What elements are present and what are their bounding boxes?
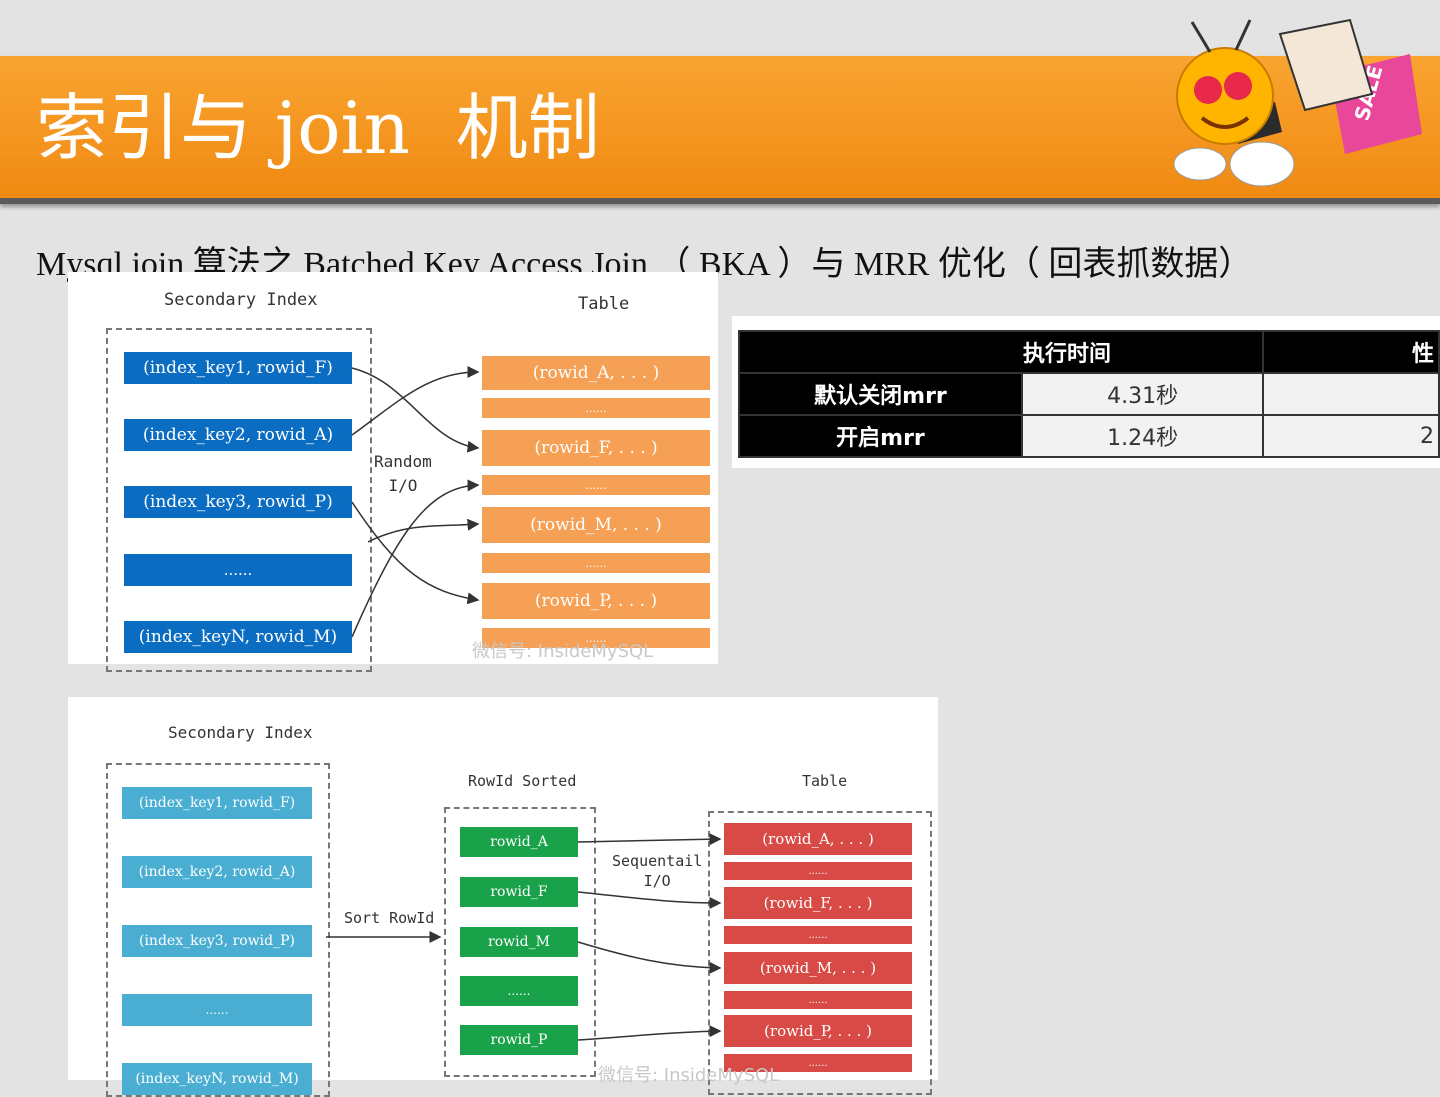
row-value-mrr-on: 1.24秒 — [1020, 414, 1265, 458]
index-row: (index_keyN, rowid_M) — [124, 621, 352, 653]
table-row: ...... — [724, 991, 912, 1009]
watermark-text: 微信号: InsideMySQL — [472, 641, 654, 662]
index-row: (index_key3, rowid_P) — [122, 925, 312, 957]
secondary-index-caption: Secondary Index — [164, 290, 318, 310]
table-row: (rowid_A, . . . ) — [482, 356, 710, 390]
table-row: (rowid_F, . . . ) — [724, 887, 912, 919]
secondary-index-caption: Secondary Index — [168, 723, 313, 742]
secondary-index-box — [106, 328, 372, 672]
sequential-io-label: Sequentail I/O — [612, 852, 703, 890]
table-row: ...... — [482, 628, 710, 648]
random-io-arrows — [351, 366, 480, 638]
watermark-text: 微信号: InsideMySQL — [598, 1065, 780, 1086]
index-row: ...... — [124, 554, 352, 586]
row-value-mrr-off: 4.31秒 — [1020, 372, 1265, 416]
index-row: (index_key1, rowid_F) — [124, 352, 352, 384]
sorted-row: rowid_M — [460, 927, 578, 957]
table-row: ...... — [724, 926, 912, 944]
sequential-io-figure: Secondary Index RowId Sorted Table (inde… — [68, 697, 938, 1097]
table-caption: Table — [802, 772, 848, 790]
performance-table: 执行时间 性 默认关闭mrr 4.31秒 开启mrr 1.24秒 2 — [738, 330, 1440, 458]
row-label-mrr-off: 默认关闭mrr — [738, 372, 1023, 416]
index-row: (index_key2, rowid_A) — [122, 856, 312, 888]
mrr-performance-table: 执行时间 性 默认关闭mrr 4.31秒 开启mrr 1.24秒 2 — [732, 316, 1440, 468]
index-row: (index_key1, rowid_F) — [122, 787, 312, 819]
table-row: (rowid_A, . . . ) — [724, 823, 912, 855]
index-row: (index_key3, rowid_P) — [124, 486, 352, 518]
table-row: (rowid_M, . . . ) — [724, 952, 912, 984]
sequential-io-arrows — [326, 833, 722, 1041]
header-cut-cell: 性 — [1262, 330, 1440, 374]
header-empty-cell — [738, 330, 1022, 374]
table-row: ...... — [724, 862, 912, 880]
header-exec-time: 执行时间 — [1021, 330, 1265, 374]
row-extra-mrr-off — [1262, 372, 1440, 416]
rowid-sorted-box — [444, 807, 596, 1077]
table-row: ...... — [724, 1054, 912, 1072]
row-extra-mrr-on: 2 — [1262, 414, 1440, 458]
sorted-row: rowid_F — [460, 877, 578, 907]
table-caption: Table — [578, 294, 630, 314]
sorted-row: rowid_A — [460, 827, 578, 857]
index-row: (index_key2, rowid_A) — [124, 419, 352, 451]
table-row: ...... — [482, 553, 710, 573]
table-row: ...... — [482, 398, 710, 418]
index-row: ...... — [122, 994, 312, 1026]
random-io-label: Random I/O — [374, 452, 432, 495]
table-row: ...... — [482, 475, 710, 495]
random-io-figure: Secondary Index Table (index_key1, rowid… — [68, 272, 718, 672]
sorted-row: rowid_P — [460, 1025, 578, 1055]
sort-rowid-label: Sort RowId — [344, 909, 435, 927]
slide-title: 索引与 join 机制 — [36, 86, 600, 170]
bee-mascot-shopping-icon: SALE — [1173, 18, 1422, 187]
sorted-row: ...... — [460, 976, 578, 1006]
table-row: (rowid_F, . . . ) — [482, 430, 710, 466]
table-row: (rowid_M, . . . ) — [482, 507, 710, 543]
row-label-mrr-on: 开启mrr — [738, 414, 1023, 458]
rowid-sorted-caption: RowId Sorted — [468, 772, 577, 790]
table-row: (rowid_P, . . . ) — [724, 1015, 912, 1047]
table-row: (rowid_P, . . . ) — [482, 583, 710, 619]
